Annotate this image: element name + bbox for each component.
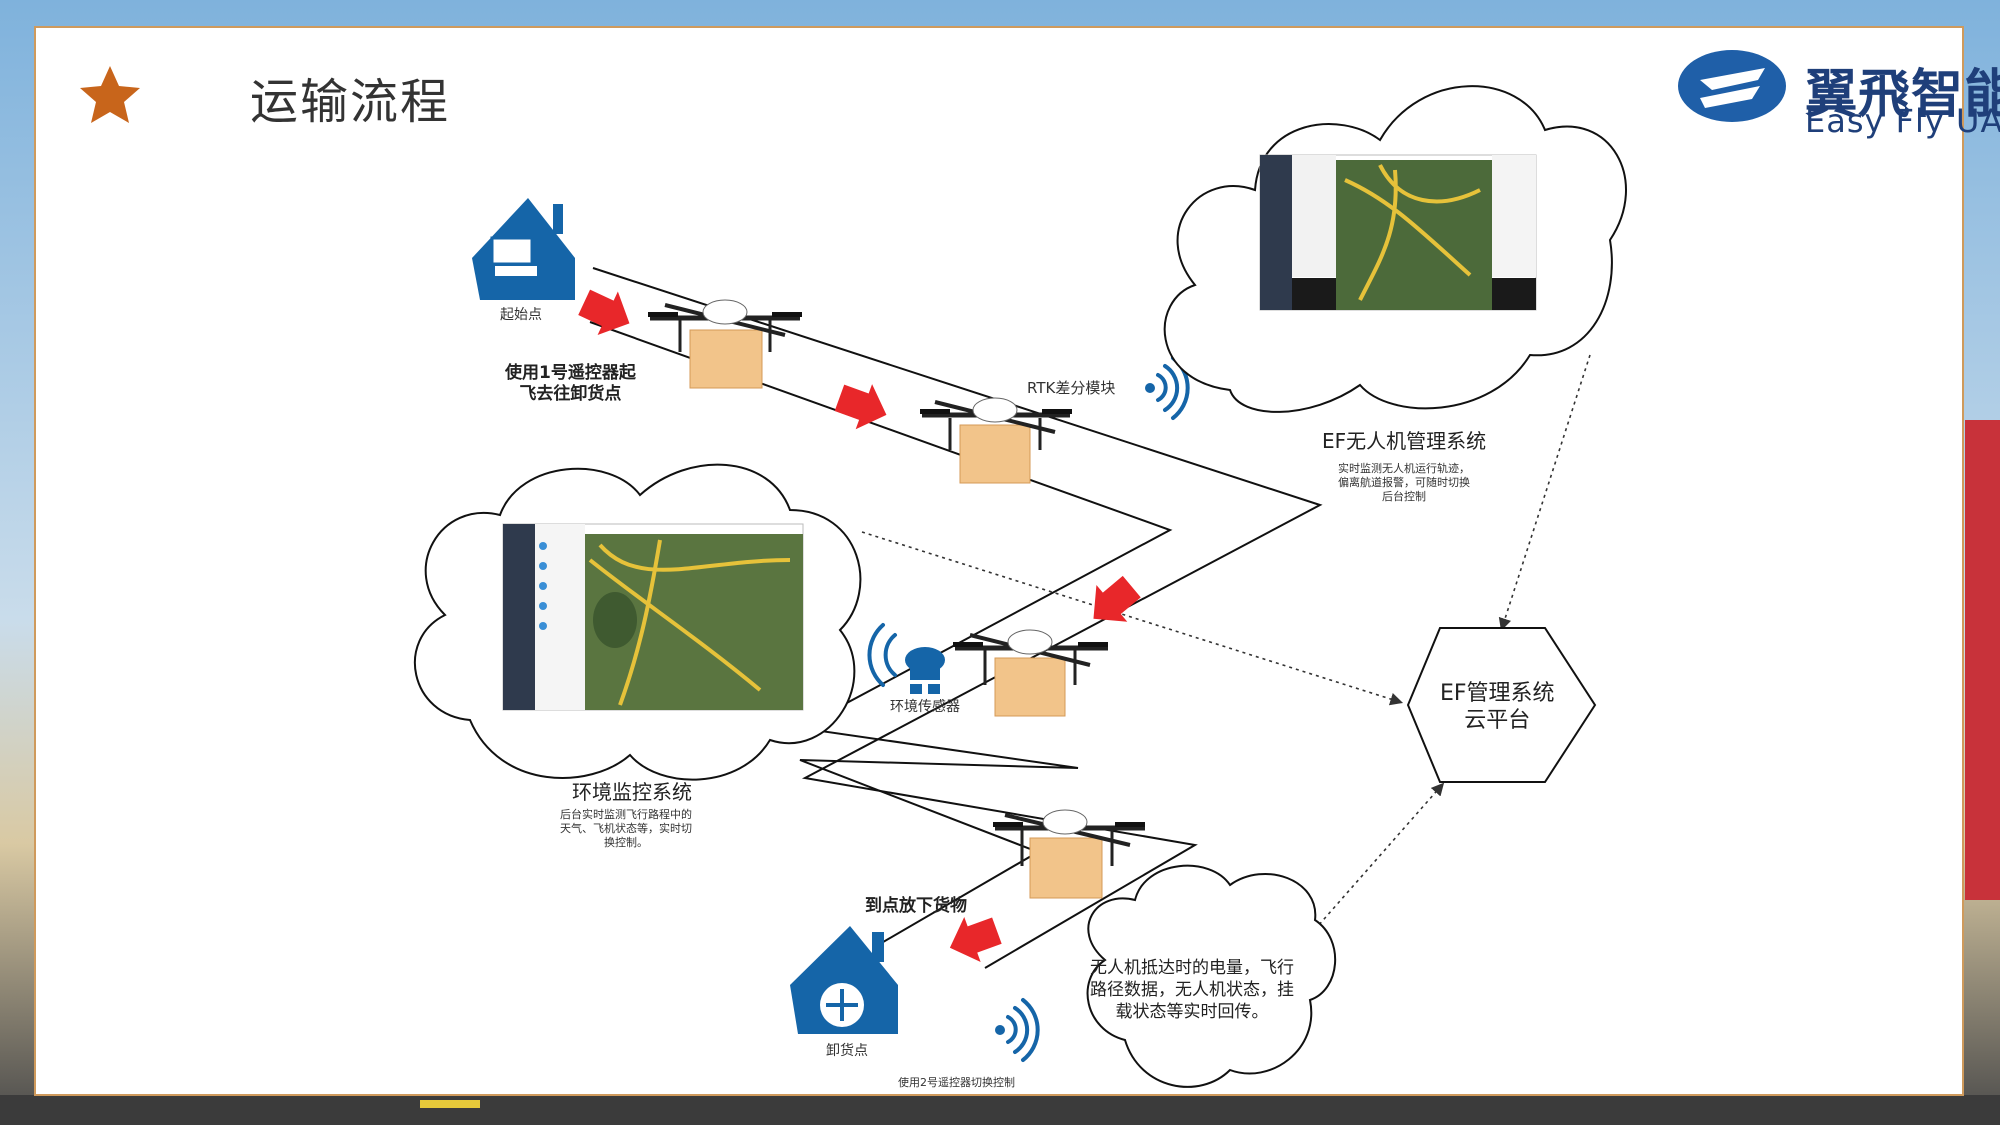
drop-cargo-label: 到点放下货物 [865, 896, 967, 916]
ef-system-desc: 实时监测无人机运行轨迹， 偏离航道报警，可随时切换 后台控制 [1338, 462, 1470, 504]
ef-system-screenshot [1259, 154, 1537, 311]
start-house-icon [472, 198, 575, 300]
env-system-desc: 后台实时监测飞行路程中的 天气、飞机状态等，实时切 换控制。 [560, 808, 692, 850]
truck-decoration [1965, 420, 2000, 900]
cloud-platform-label: EF管理系统 云平台 [1440, 680, 1555, 734]
start-point-label: 起始点 [500, 307, 542, 323]
env-desc-line-1: 后台实时监测飞行路程中的 [560, 808, 692, 821]
ef-desc-line-2: 偏离航道报警，可随时切换 [1338, 476, 1470, 489]
drone-4 [993, 809, 1145, 899]
unload-point-label: 卸货点 [826, 1043, 868, 1059]
drone-3 [953, 629, 1108, 717]
telemetry-line-1: 无人机抵达时的电量，飞行 [1090, 958, 1294, 978]
cloud-platform-line-1: EF管理系统 [1440, 681, 1555, 706]
rtk-label: RTK差分模块 [1027, 379, 1116, 397]
logo-mark-icon [1678, 50, 1786, 122]
telemetry-line-2: 路径数据，无人机状态，挂 [1090, 980, 1294, 1000]
red-arrows [578, 289, 1141, 963]
unload-wifi-icon [995, 998, 1040, 1062]
env-sensor-label: 环境传感器 [890, 699, 960, 715]
switch-remote-label: 使用2号遥控器切换控制 [898, 1076, 1015, 1089]
logo-name-en: Easy Fly UAV [1805, 102, 2000, 140]
env-sensor-icon [867, 623, 945, 694]
drone-2 [920, 397, 1072, 484]
telemetry-line-3: 载状态等实时回传。 [1115, 1002, 1269, 1022]
env-desc-line-3: 换控制。 [604, 836, 648, 849]
ef-desc-line-3: 后台控制 [1382, 490, 1426, 503]
page-title: 运输流程 [250, 74, 451, 130]
ef-system-title: EF无人机管理系统 [1322, 429, 1487, 453]
data-links [861, 354, 1591, 936]
env-desc-line-2: 天气、飞机状态等，实时切 [560, 822, 692, 835]
env-system-title: 环境监控系统 [572, 780, 692, 804]
takeoff-line-1: 使用1号遥控器起 [505, 363, 636, 383]
star-icon [80, 66, 140, 123]
cloud-platform-line-2: 云平台 [1464, 708, 1531, 733]
telemetry-note: 无人机抵达时的电量，飞行 路径数据，无人机状态，挂 载状态等实时回传。 [1090, 957, 1294, 1023]
cloud-platform-hexagon [1406, 627, 1597, 783]
unload-house-icon [790, 926, 898, 1034]
drone-1 [648, 299, 802, 389]
slide-panel [34, 26, 1964, 1096]
env-system-screenshot [502, 523, 804, 711]
telemetry-cloud [1086, 864, 1337, 1088]
takeoff-line-2: 飞去往卸货点 [519, 384, 622, 404]
takeoff-step-label: 使用1号遥控器起 飞去往卸货点 [505, 363, 636, 405]
logo-name-cn: 翼飛智能 [1805, 65, 2000, 125]
ef-desc-line-1: 实时监测无人机运行轨迹， [1338, 462, 1470, 475]
